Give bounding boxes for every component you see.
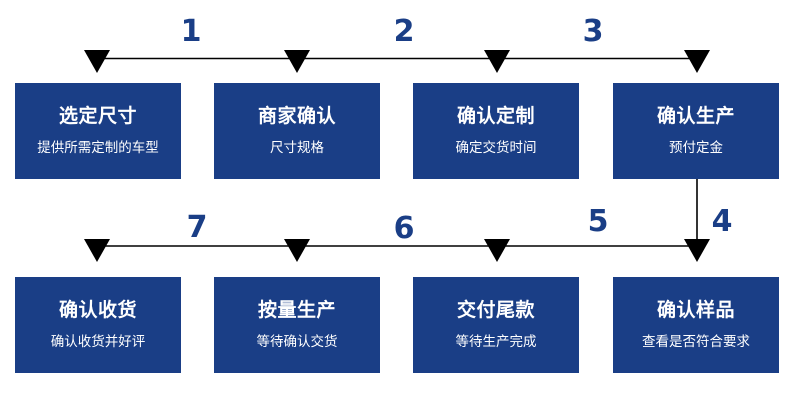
step-subtitle: 等待确认交货 — [256, 334, 338, 350]
step-title: 确认收货 — [58, 299, 137, 321]
step-number-5: 5 — [587, 204, 609, 239]
arrow-down-icon — [84, 239, 110, 262]
step-title: 交付尾款 — [456, 299, 535, 321]
step-subtitle: 确定交货时间 — [455, 140, 537, 156]
step-box-confirm-customization: 确认定制 确定交货时间 — [413, 83, 579, 179]
step-box-confirm-receipt: 确认收货 确认收货并好评 — [15, 277, 181, 373]
step-title: 按量生产 — [257, 299, 336, 321]
step-subtitle: 预付定金 — [669, 140, 723, 156]
step-title: 确认生产 — [656, 105, 735, 127]
step-title: 确认样品 — [656, 299, 735, 321]
step-subtitle: 查看是否符合要求 — [642, 334, 750, 350]
step-subtitle: 确认收货并好评 — [50, 334, 146, 350]
step-title: 确认定制 — [456, 105, 535, 127]
step-number-4: 4 — [711, 204, 733, 239]
step-number-1: 1 — [180, 14, 202, 49]
arrow-down-icon — [84, 50, 110, 73]
step-box-merchant-confirm: 商家确认 尺寸规格 — [214, 83, 380, 179]
step-title: 选定尺寸 — [58, 105, 137, 127]
step-box-select-size: 选定尺寸 提供所需定制的车型 — [15, 83, 181, 179]
step-subtitle: 提供所需定制的车型 — [37, 140, 159, 156]
arrow-down-icon — [484, 239, 510, 262]
arrow-down-icon — [684, 50, 710, 73]
arrow-down-icon — [484, 50, 510, 73]
step-box-final-payment: 交付尾款 等待生产完成 — [413, 277, 579, 373]
step-box-confirm-sample: 确认样品 查看是否符合要求 — [613, 277, 779, 373]
arrow-down-icon — [284, 239, 310, 262]
step-subtitle: 等待生产完成 — [455, 334, 537, 350]
arrow-down-icon — [284, 50, 310, 73]
arrow-down-icon — [684, 239, 710, 262]
step-number-7: 7 — [186, 210, 208, 245]
step-number-6: 6 — [393, 211, 415, 246]
step-subtitle: 尺寸规格 — [270, 140, 324, 156]
step-box-mass-production: 按量生产 等待确认交货 — [214, 277, 380, 373]
step-title: 商家确认 — [257, 105, 336, 127]
step-box-confirm-production: 确认生产 预付定金 — [613, 83, 779, 179]
step-number-2: 2 — [393, 14, 415, 49]
step-number-3: 3 — [582, 14, 604, 49]
